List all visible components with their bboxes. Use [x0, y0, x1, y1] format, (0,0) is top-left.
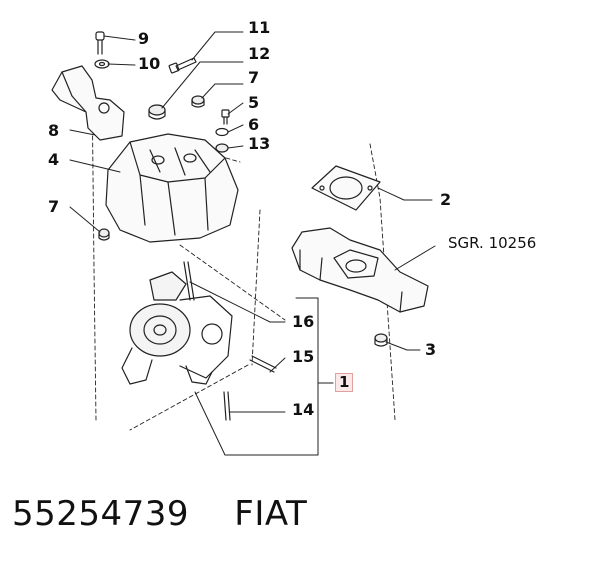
callout-16: 16	[292, 312, 315, 331]
diagram-drawing	[51, 31, 436, 456]
callout-3: 3	[425, 340, 437, 359]
assembly-dashed-lines	[91, 79, 396, 431]
washer-10	[94, 59, 110, 69]
callout-8: 8	[48, 121, 60, 140]
callout-14: 14	[292, 400, 315, 419]
callout-10: 10	[138, 54, 161, 73]
stud-16	[183, 261, 195, 301]
exhaust-manifold	[291, 227, 429, 313]
callout-15: 15	[292, 347, 315, 366]
callout-1: 1	[335, 373, 354, 392]
callout-4: 4	[48, 150, 60, 169]
callout-9: 9	[138, 29, 150, 48]
nut-12	[148, 104, 166, 120]
stud-14	[223, 391, 231, 421]
turbocharger	[121, 271, 233, 385]
callout-7-top: 7	[248, 68, 260, 87]
callout-2: 2	[440, 190, 452, 209]
part-number: 55254739	[12, 494, 190, 534]
brand-name: FIAT	[234, 494, 308, 534]
callout-5: 5	[248, 93, 260, 112]
bolt-11	[168, 57, 197, 74]
nut-3	[374, 333, 388, 347]
heat-shield	[105, 133, 239, 243]
part-caption: 55254739 FIAT	[12, 494, 592, 544]
bolt-5	[221, 109, 230, 125]
callout-11: 11	[248, 18, 271, 37]
caption-gap	[189, 494, 234, 534]
stud-15	[249, 355, 277, 373]
callout-6: 6	[248, 115, 260, 134]
callout-13: 13	[248, 134, 271, 153]
callout-7-left: 7	[48, 197, 60, 216]
callout-12: 12	[248, 44, 271, 63]
nut-7-top	[191, 95, 205, 108]
nut-13	[215, 143, 229, 153]
gasket	[311, 165, 381, 211]
exploded-parts-diagram: 9 10 11 12 7 5 6 13 8 4 7 2 SGR. 10256 3…	[48, 18, 537, 456]
washer-6	[215, 127, 229, 137]
callout-sgr: SGR. 10256	[448, 234, 537, 252]
leader-lines	[69, 31, 436, 456]
bolt-9	[95, 31, 105, 55]
bracket	[51, 65, 125, 141]
nut-7-left	[98, 228, 110, 241]
